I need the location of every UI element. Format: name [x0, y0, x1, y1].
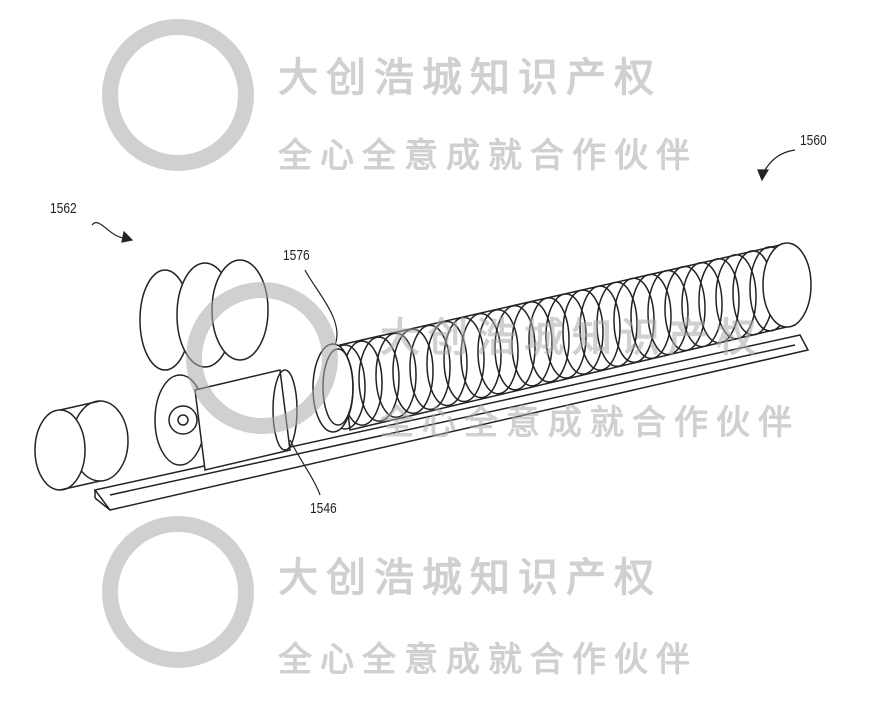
watermark-line1: 大创浩城知识产权	[278, 554, 662, 601]
tube-rib	[562, 289, 604, 375]
watermark-line2: 全心全意成就合作伙伴	[380, 403, 800, 443]
tube-rib	[409, 324, 451, 411]
tube-rib	[545, 293, 587, 379]
tube-rib	[460, 312, 502, 399]
label-1546: 1546	[310, 500, 337, 517]
label-1560: 1560	[800, 132, 827, 149]
tube-rib	[477, 308, 519, 395]
tube-rib	[681, 261, 723, 348]
tube-rib	[698, 257, 740, 344]
tube-rib	[511, 301, 553, 387]
label-1576: 1576	[283, 247, 310, 264]
leader-1546	[289, 439, 321, 496]
leader-1576	[304, 269, 338, 346]
tube-rib	[596, 281, 638, 367]
tube-rib	[630, 273, 672, 360]
watermark-line1: 大创浩城知识产权	[278, 54, 662, 101]
tube-rib	[647, 269, 689, 356]
tube-rib	[358, 336, 400, 422]
base-rail	[93, 334, 810, 511]
tube-rib	[528, 297, 570, 383]
tube-rib	[494, 305, 536, 391]
label-1562: 1562	[50, 200, 77, 217]
tube-rib	[664, 265, 706, 352]
tube-rib	[762, 242, 812, 328]
tube-rib	[443, 316, 485, 403]
end-cap	[34, 400, 129, 491]
tube-rib	[392, 328, 434, 415]
watermark-line2: 全心全意成就合作伙伴	[278, 640, 698, 680]
watermark-line2: 全心全意成就合作伙伴	[278, 136, 698, 176]
leader-1562	[91, 222, 129, 239]
tube-rib	[715, 254, 757, 340]
watermark-line1: 大创浩城知识产权	[380, 314, 764, 361]
tube-rib	[579, 285, 621, 371]
tube-rib	[613, 277, 655, 364]
tube-rib	[375, 332, 417, 418]
watermark-logo	[102, 19, 338, 668]
tube-rib	[426, 320, 468, 407]
